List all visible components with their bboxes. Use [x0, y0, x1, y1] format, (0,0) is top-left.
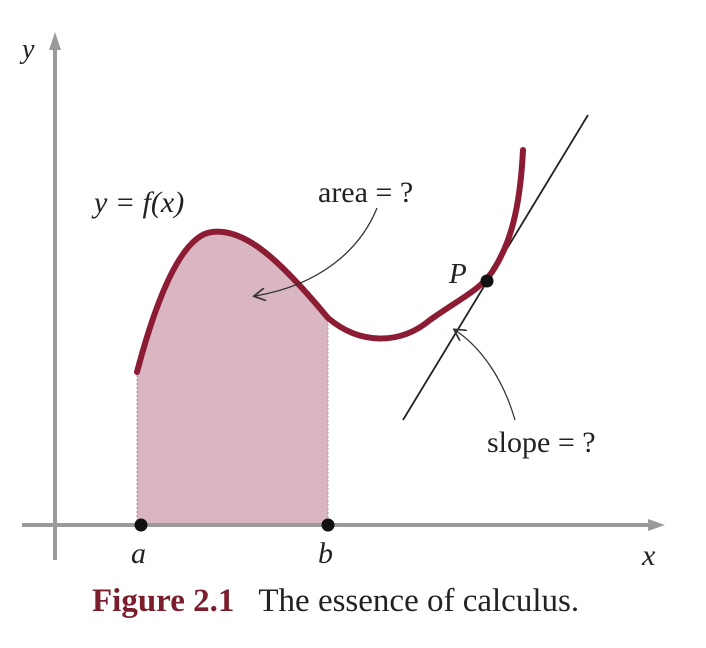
- point-p-label: P: [448, 258, 467, 290]
- curve-label: y = f(x): [91, 186, 184, 219]
- slope-arrow: [455, 330, 516, 421]
- point-b-marker: [321, 518, 335, 532]
- point-b-label: b: [318, 537, 333, 570]
- y-axis-label: y: [19, 34, 35, 65]
- x-axis-arrow: [648, 519, 665, 531]
- y-axis-arrow: [49, 32, 61, 50]
- point-p-marker: [480, 274, 494, 288]
- calculus-figure: y x a b P y = f(x) area = ? slope = ?: [19, 32, 665, 570]
- x-axis-label: x: [641, 539, 656, 570]
- point-a-label: a: [131, 537, 146, 570]
- point-a-marker: [134, 518, 148, 532]
- figure-caption: Figure 2.1 The essence of calculus.: [92, 583, 579, 620]
- function-curve: [134, 147, 526, 375]
- figure-number: Figure 2.1: [92, 583, 235, 619]
- area-arrow: [255, 207, 378, 296]
- slope-label: slope = ?: [487, 426, 596, 459]
- area-label: area = ?: [318, 176, 413, 209]
- caption-text: The essence of calculus.: [258, 583, 580, 619]
- area-region: [136, 231, 329, 526]
